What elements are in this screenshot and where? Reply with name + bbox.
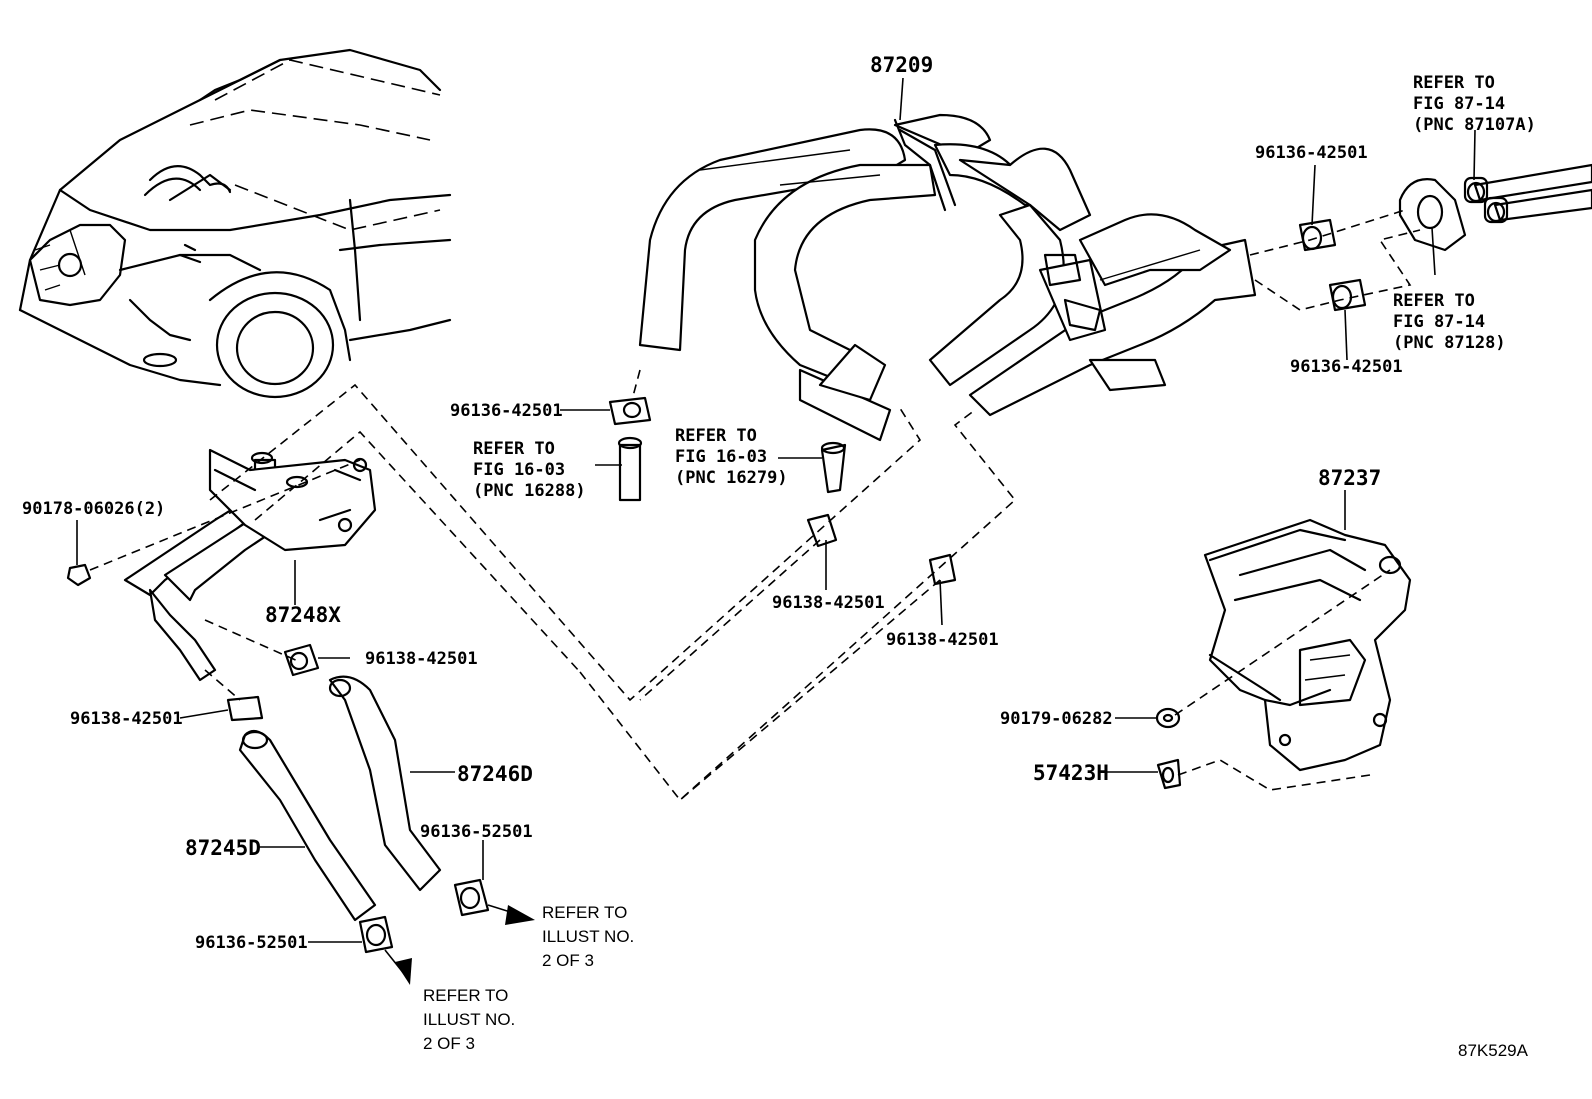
ref-fig16-16288: REFER TO FIG 16-03 (PNC 16288) bbox=[473, 439, 586, 501]
hose-87245d bbox=[238, 729, 377, 922]
label-87209: 87209 bbox=[870, 53, 933, 77]
ref-line: REFER TO bbox=[675, 426, 757, 446]
heat-shield-87237 bbox=[1203, 518, 1412, 772]
ref-line: ILLUST NO. bbox=[423, 1010, 515, 1029]
grommet-87128 bbox=[1398, 178, 1467, 252]
label-96136-42501-top: 96136-42501 bbox=[1255, 143, 1368, 163]
pipe-16279 bbox=[820, 441, 847, 494]
label-96138-42501-left2: 96138-42501 bbox=[70, 709, 183, 729]
ref-fig16-16279: REFER TO FIG 16-03 (PNC 16279) bbox=[675, 426, 788, 488]
ref-fig87-87128: REFER TO FIG 87-14 (PNC 87128) bbox=[1393, 291, 1506, 353]
label-96136-42501-right: 96136-42501 bbox=[1290, 357, 1403, 377]
label-87246d: 87246D bbox=[457, 762, 533, 786]
pipe-87248x bbox=[123, 448, 377, 682]
ref-line: (PNC 16279) bbox=[675, 468, 788, 488]
labels: 87209 87237 87248X 87246D 87245D 57423H … bbox=[22, 53, 1536, 1060]
ref-line: FIG 87-14 bbox=[1413, 94, 1505, 114]
label-90179-06282: 90179-06282 bbox=[1000, 709, 1113, 729]
figure-code: 87K529A bbox=[1458, 1041, 1529, 1060]
ref-line: REFER TO bbox=[1413, 73, 1495, 93]
clip-icon bbox=[66, 218, 1367, 954]
ref-line: 2 OF 3 bbox=[423, 1034, 475, 1053]
ref-line: (PNC 87128) bbox=[1393, 333, 1506, 353]
label-96136-42501-center: 96136-42501 bbox=[450, 401, 563, 421]
label-96138-42501-center2: 96138-42501 bbox=[886, 630, 999, 650]
assembly-guide-lines bbox=[89, 209, 1421, 802]
ref-line: ILLUST NO. bbox=[542, 927, 634, 946]
label-96138-42501-left: 96138-42501 bbox=[365, 649, 478, 669]
ref-line: 2 OF 3 bbox=[542, 951, 594, 970]
label-87245d: 87245D bbox=[185, 836, 261, 860]
pipe-16288 bbox=[617, 436, 643, 502]
label-87248x: 87248X bbox=[265, 603, 341, 627]
ref-line: REFER TO bbox=[1393, 291, 1475, 311]
ref-line: REFER TO bbox=[473, 439, 555, 459]
ref-line: FIG 16-03 bbox=[675, 447, 767, 467]
leader-lines bbox=[76, 77, 1476, 943]
label-96136-52501-bottom: 96136-52501 bbox=[195, 933, 308, 953]
hose-87246d bbox=[328, 675, 442, 892]
vehicle-illustration bbox=[18, 48, 452, 399]
ref-line: REFER TO bbox=[423, 986, 508, 1005]
label-96138-42501-center: 96138-42501 bbox=[772, 593, 885, 613]
ref-line: FIG 87-14 bbox=[1393, 312, 1485, 332]
pipes-87107a bbox=[1463, 163, 1592, 224]
ref-line: (PNC 87107A) bbox=[1413, 115, 1536, 135]
ref-line: FIG 16-03 bbox=[473, 460, 565, 480]
reference-arrow-icon bbox=[384, 904, 535, 985]
ref-line: (PNC 16288) bbox=[473, 481, 586, 501]
ref-line: REFER TO bbox=[542, 903, 627, 922]
label-96136-52501-right: 96136-52501 bbox=[420, 822, 533, 842]
label-57423h: 57423H bbox=[1033, 761, 1109, 785]
label-90178-06026: 90178-06026(2) bbox=[22, 499, 165, 519]
label-87237: 87237 bbox=[1318, 466, 1381, 490]
hose-assembly-87209 bbox=[638, 113, 1257, 442]
ref-illust-right: REFER TO ILLUST NO. 2 OF 3 bbox=[542, 903, 639, 970]
ref-illust-bottom: REFER TO ILLUST NO. 2 OF 3 bbox=[423, 986, 520, 1053]
ref-fig87-87107a: REFER TO FIG 87-14 (PNC 87107A) bbox=[1413, 73, 1536, 135]
